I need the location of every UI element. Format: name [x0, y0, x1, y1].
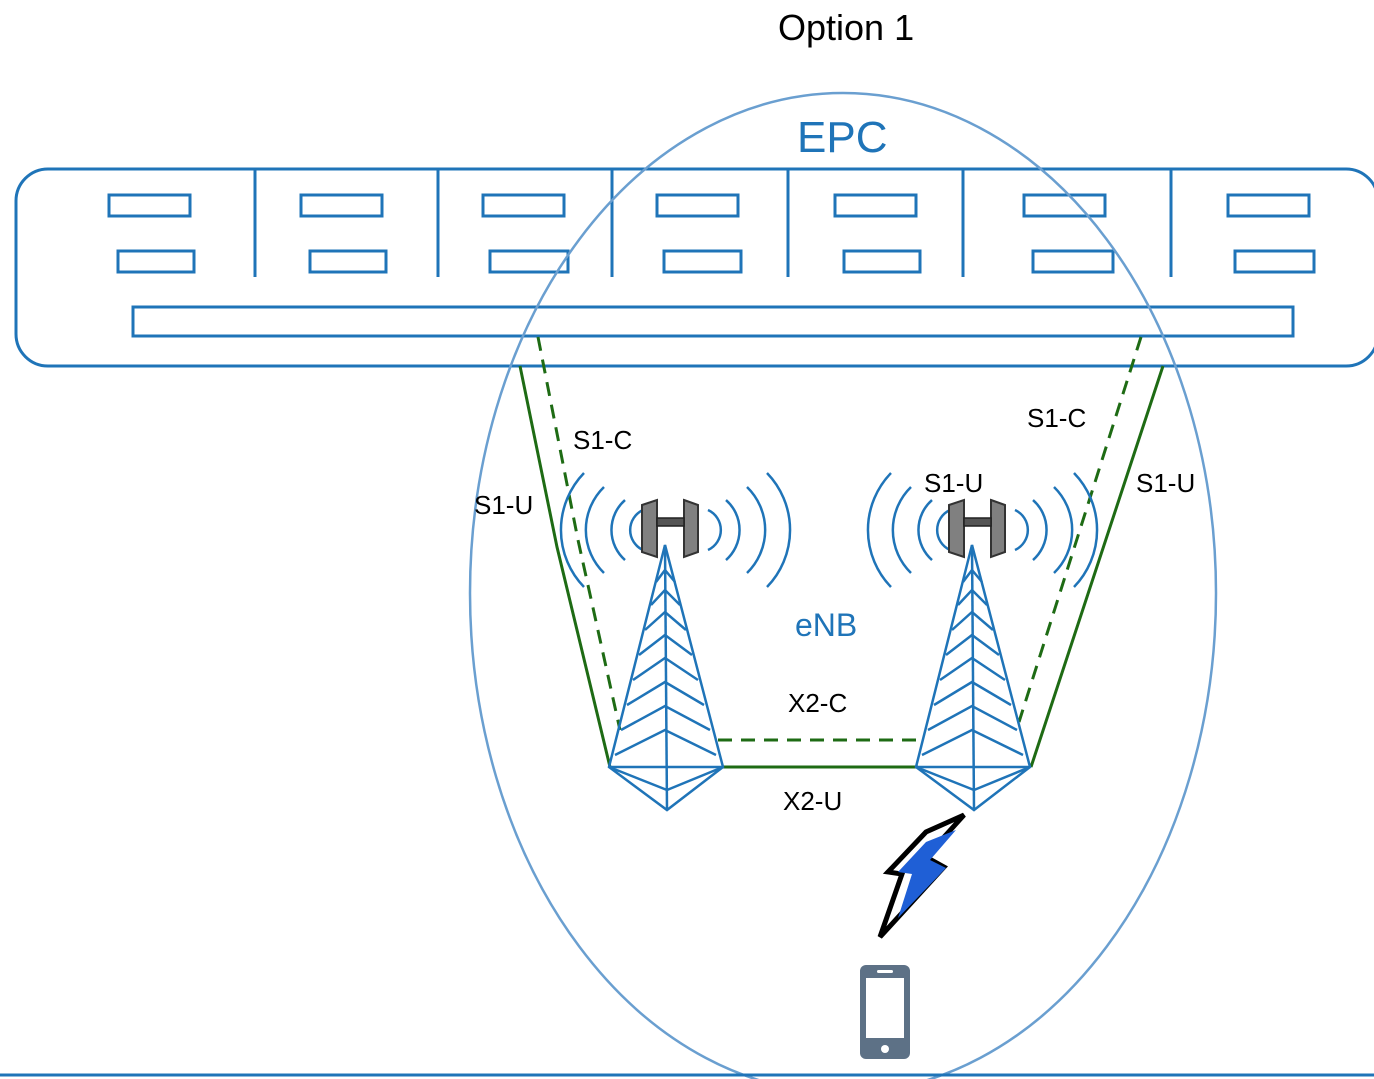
cell-tower-icon [607, 544, 725, 812]
s1u-right-inner-label: S1-U [924, 468, 984, 498]
scope-ellipse [468, 91, 1218, 1079]
epc-bus-bar [131, 305, 1295, 338]
enb-label: eNB [795, 607, 858, 643]
cell-tower-icon [914, 544, 1032, 812]
smartphone-icon [860, 965, 910, 1059]
s1u-left-label: S1-U [474, 490, 534, 520]
s1c-link-right [1017, 336, 1143, 723]
antenna-icon [559, 472, 792, 588]
s1c-right-label: S1-C [1027, 403, 1087, 433]
s1c-link-left [536, 336, 622, 731]
epc-container [14, 167, 1374, 368]
lightning-icon [877, 812, 966, 939]
s1u-link-left [518, 365, 612, 768]
epc-function-blocks [107, 193, 1316, 274]
x2u-label: X2-U [783, 786, 843, 816]
antenna-icon [866, 472, 1099, 588]
s1u-link-right [1029, 365, 1165, 768]
s1c-left-label: S1-C [573, 425, 633, 455]
epc-label: EPC [797, 113, 888, 162]
s1u-right-label: S1-U [1136, 468, 1196, 498]
diagram-title: Option 1 [778, 7, 915, 48]
x2c-label: X2-C [788, 688, 848, 718]
